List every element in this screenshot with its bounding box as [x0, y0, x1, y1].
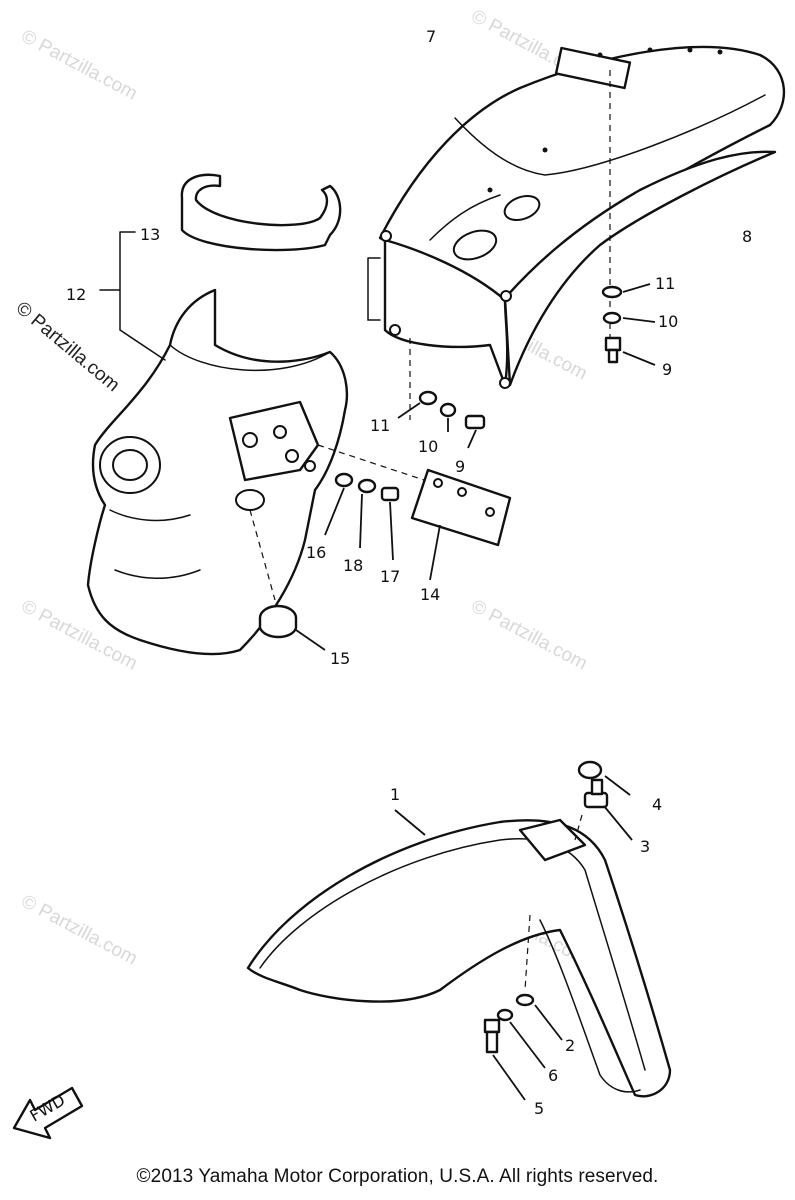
grommet [258, 604, 326, 651]
alignment-lines [249, 338, 431, 601]
callout-2: 2 [565, 1036, 575, 1055]
callout-7: 7 [426, 27, 436, 46]
callout-9: 9 [662, 360, 672, 379]
housing-fasteners [324, 390, 486, 561]
callouts: 7 8 11 10 9 13 12 11 10 9 16 18 17 14 15… [66, 27, 752, 1118]
callout-10: 10 [658, 312, 678, 331]
front-fender [246, 809, 672, 1098]
callout-6: 6 [548, 1066, 558, 1085]
rear-fender-fasteners [601, 283, 656, 366]
callout-11: 11 [655, 274, 675, 293]
watermark-text: © Partzilla.com [12, 298, 124, 396]
callout-9: 9 [455, 457, 465, 476]
callout-13: 13 [140, 225, 160, 244]
callout-5: 5 [534, 1099, 544, 1118]
watermark-text: © Partzilla.com [18, 891, 141, 970]
callout-14: 14 [420, 585, 440, 604]
callout-15: 15 [330, 649, 350, 668]
callout-3: 3 [640, 837, 650, 856]
watermark-text: © Partzilla.com [468, 596, 591, 675]
callout-17: 17 [380, 567, 400, 586]
headlight-housing [86, 173, 349, 656]
front-fender-fasteners [483, 760, 633, 1101]
rear-fender [367, 45, 785, 389]
callout-8: 8 [742, 227, 752, 246]
callout-12: 12 [66, 285, 86, 304]
callout-18: 18 [343, 556, 363, 575]
fwd-arrow: FWD [12, 1086, 84, 1140]
callout-16: 16 [306, 543, 326, 562]
callout-10: 10 [418, 437, 438, 456]
callout-4: 4 [652, 795, 662, 814]
watermark-text: © Partzilla.com [18, 26, 141, 105]
callout-1: 1 [390, 785, 400, 804]
plate [410, 468, 512, 581]
callout-11: 11 [370, 416, 390, 435]
copyright-notice: ©2013 Yamaha Motor Corporation, U.S.A. A… [136, 1166, 659, 1187]
